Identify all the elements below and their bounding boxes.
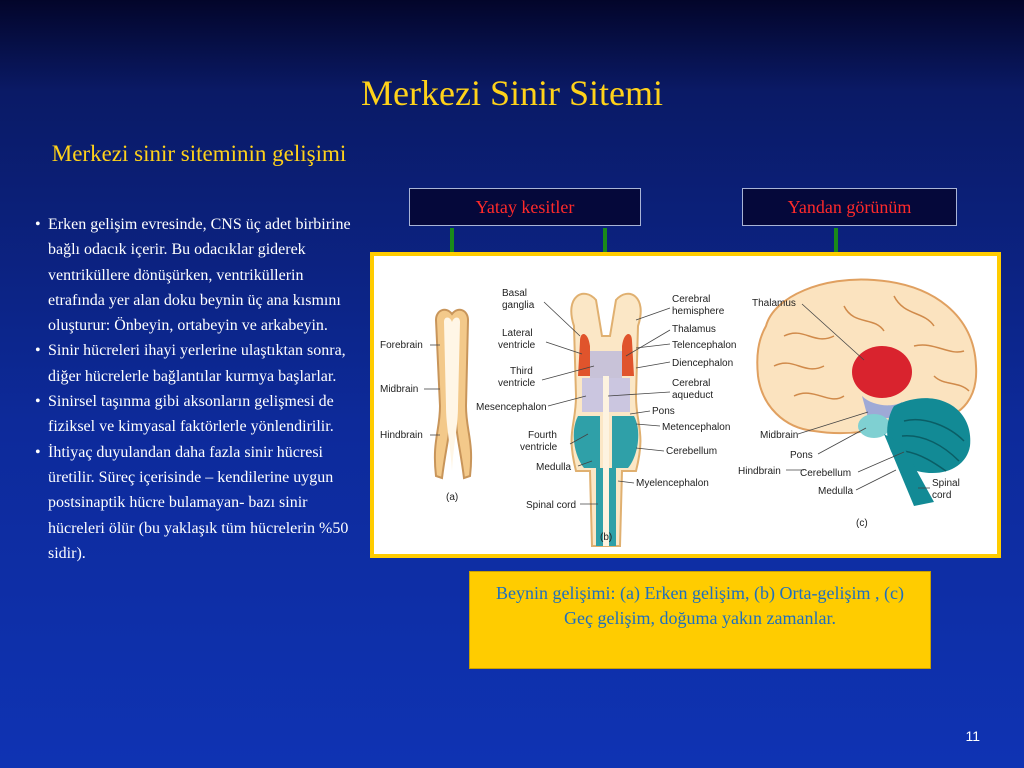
panel-b-label: Lateral [502, 328, 533, 339]
label-yatay-kesitler: Yatay kesitler [409, 188, 641, 226]
panel-c-label: Thalamus [752, 298, 796, 309]
panel-a-label: Forebrain [380, 340, 423, 351]
panel-b-section: Basal ganglia Lateral ventricle Third ve… [476, 288, 737, 547]
panel-b-label: Third [510, 366, 533, 377]
panel-c-label: cord [932, 490, 951, 501]
panel-b-label: Cerebral [672, 294, 710, 305]
brain-figure-svg: Forebrain Midbrain Hindbrain (a) Basal g… [380, 278, 978, 547]
panel-b-label: hemisphere [672, 306, 725, 317]
panel-b-label: Basal [502, 288, 527, 299]
panel-b-label: Pons [652, 406, 675, 417]
bullet-item: İhtiyaç duyulandan daha fazla sinir hücr… [30, 440, 360, 566]
panel-b-label: Thalamus [672, 324, 716, 335]
panel-b-label: aqueduct [672, 390, 713, 401]
panel-c-label: Medulla [818, 486, 853, 497]
panel-b-label: Cerebral [672, 378, 710, 389]
panel-b-label: Spinal cord [526, 500, 576, 511]
panel-a-tag: (a) [446, 492, 458, 503]
panel-c-label: Cerebellum [800, 468, 851, 479]
panel-b-label: Mesencephalon [476, 402, 547, 413]
bullet-item: Sinirsel taşınma gibi aksonların gelişme… [30, 389, 360, 440]
panel-b-label: Cerebellum [666, 446, 717, 457]
panel-c-label: Spinal [932, 478, 960, 489]
panel-b-label: Metencephalon [662, 422, 730, 433]
panel-a-label: Midbrain [380, 384, 418, 395]
panel-b-label: ventricle [498, 378, 536, 389]
label-yandan-gorunum: Yandan görünüm [742, 188, 957, 226]
panel-c-lateral-brain: Thalamus Midbrain Pons Hindbrain Cerebel… [738, 278, 978, 529]
panel-b-label: Fourth [528, 430, 557, 441]
panel-b-tag: (b) [600, 532, 612, 543]
page-number: 11 [965, 728, 980, 744]
panel-c-label: Hindbrain [738, 466, 781, 477]
panel-b-label: ganglia [502, 300, 535, 311]
panel-c-label: Pons [790, 450, 813, 461]
panel-b-label: Telencephalon [672, 340, 737, 351]
panel-a-neural-tube: Forebrain Midbrain Hindbrain (a) [380, 308, 473, 503]
brain-development-figure: Forebrain Midbrain Hindbrain (a) Basal g… [370, 252, 1001, 558]
slide-subtitle: Merkezi sinir siteminin gelişimi [51, 141, 347, 166]
slide-title: Merkezi Sinir Sitemi [361, 73, 663, 113]
panel-b-label: ventricle [520, 442, 558, 453]
figure-caption: Beynin gelişimi: (a) Erken gelişim, (b) … [469, 571, 931, 669]
panel-b-label: Myelencephalon [636, 478, 709, 489]
bullet-list: Erken gelişim evresinde, CNS üç adet bir… [30, 212, 360, 566]
panel-b-label: Medulla [536, 462, 571, 473]
panel-a-label: Hindbrain [380, 430, 423, 441]
panel-c-tag: (c) [856, 518, 868, 529]
panel-b-label: Diencephalon [672, 358, 733, 369]
panel-b-label: ventricle [498, 340, 536, 351]
panel-c-label: Midbrain [760, 430, 798, 441]
bullet-item: Sinir hücreleri ihayi yerlerine ulaştıkt… [30, 338, 360, 389]
bullet-item: Erken gelişim evresinde, CNS üç adet bir… [30, 212, 360, 338]
